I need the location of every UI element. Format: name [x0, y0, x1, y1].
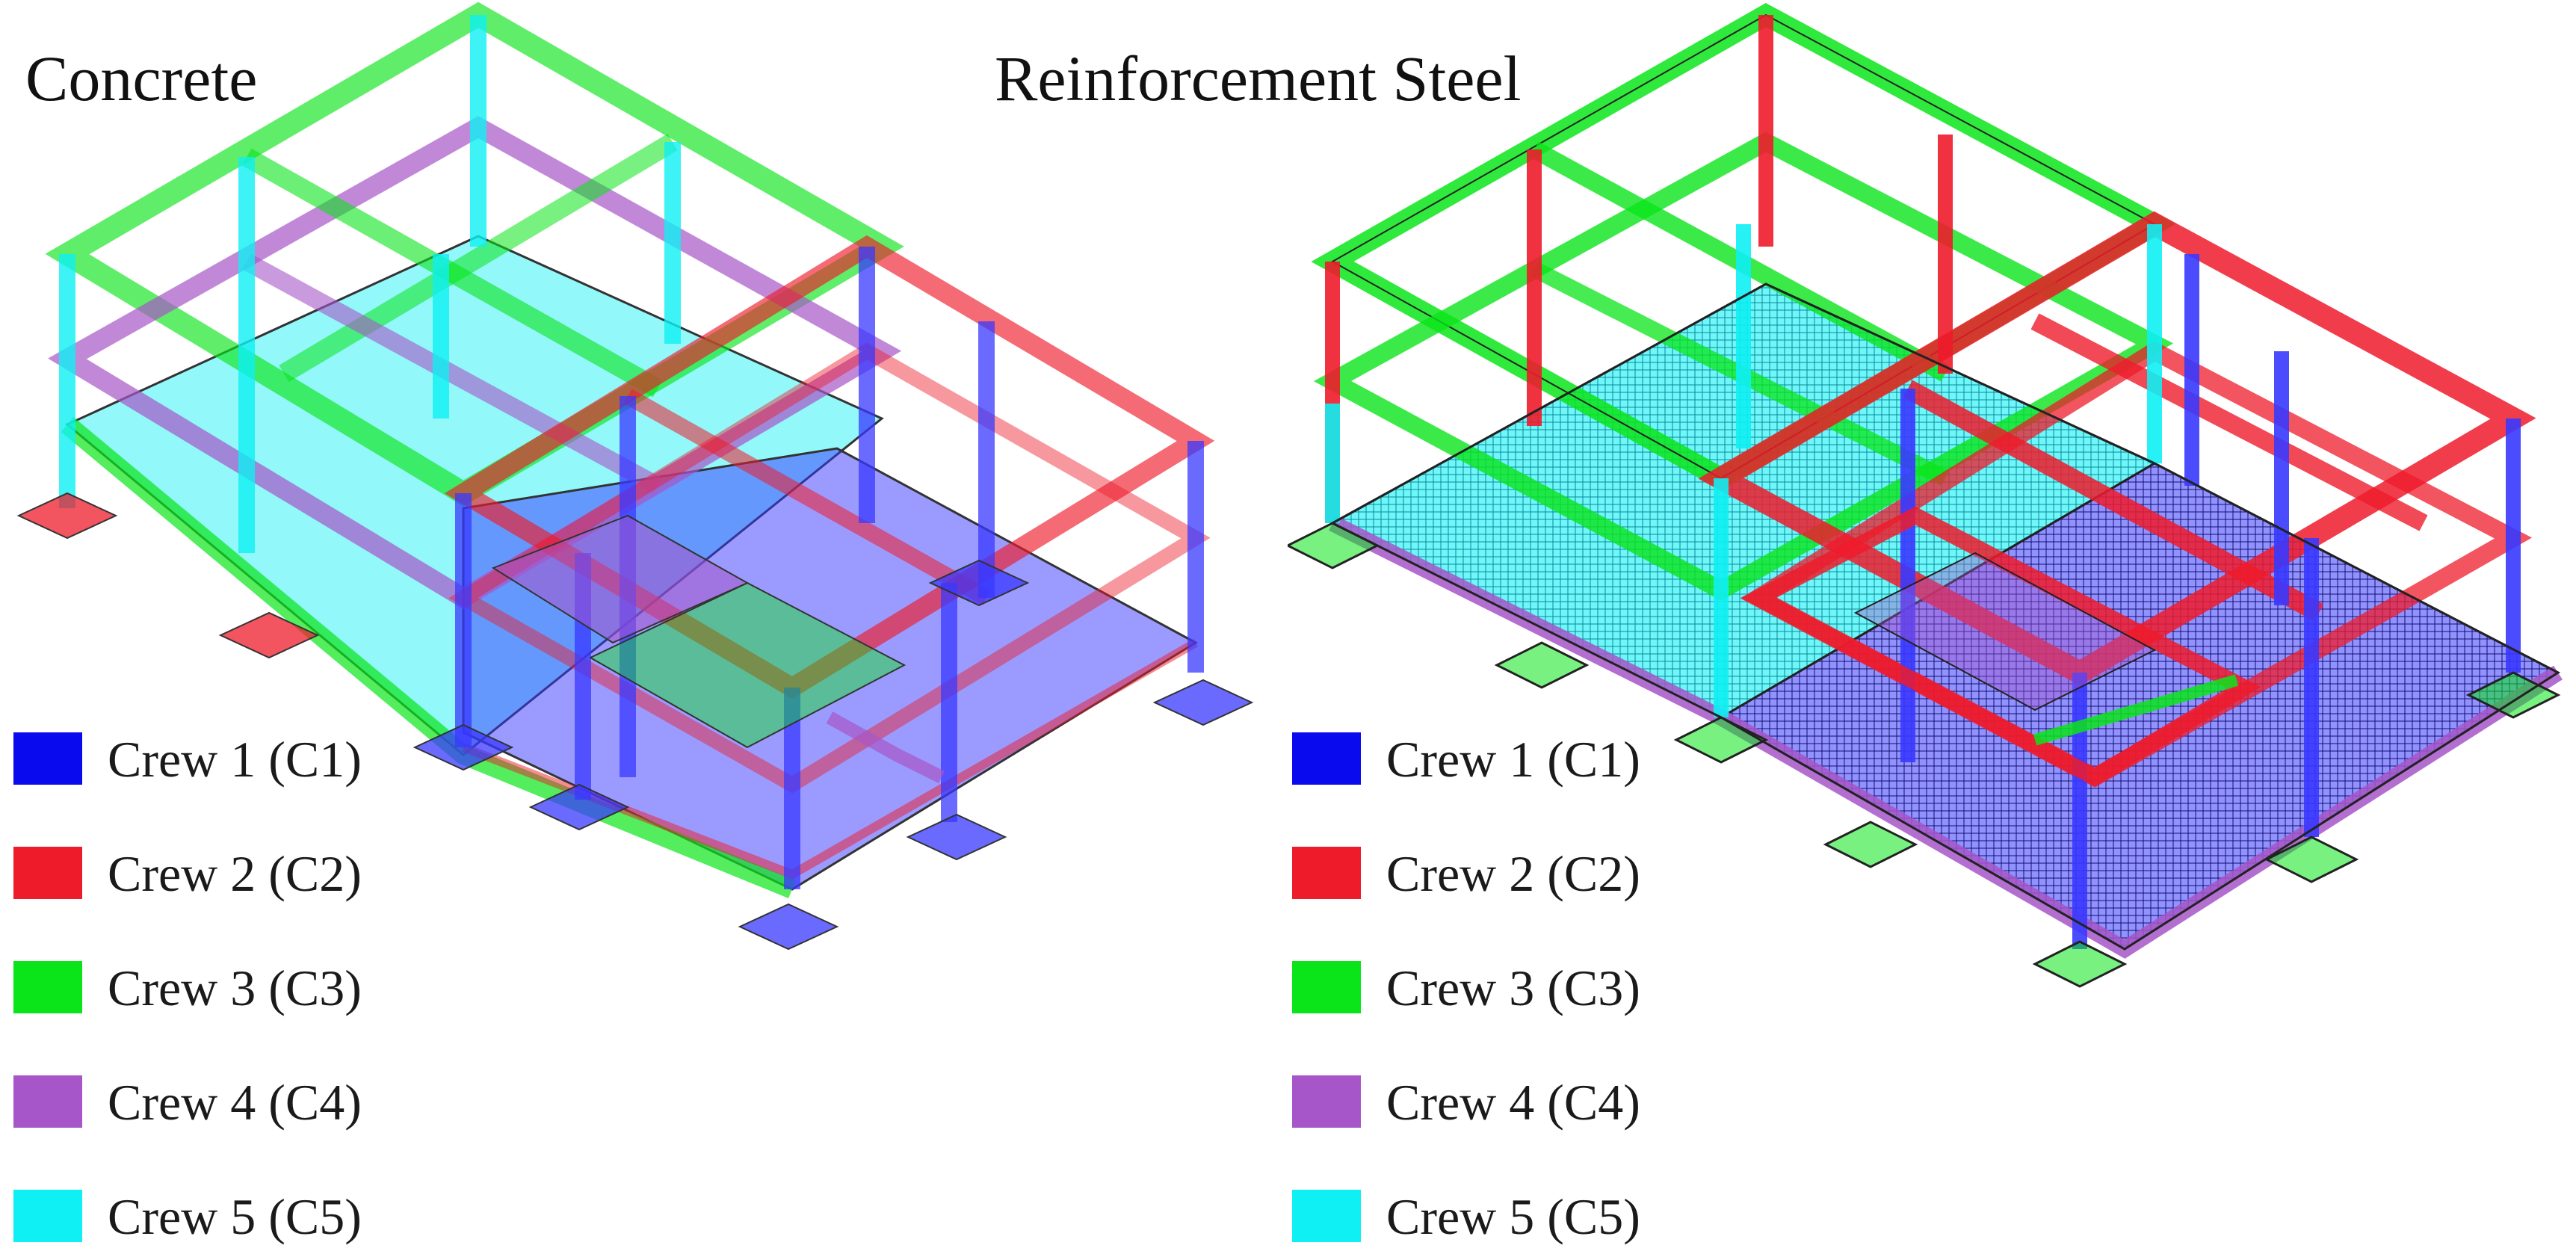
legend-label: Crew 1 (C1) — [1386, 731, 1640, 788]
steel-beam-c2 — [2030, 313, 2428, 531]
steel-footing-c3 — [1673, 716, 1769, 764]
legend-swatch — [1292, 732, 1361, 785]
concrete-beam-c4-a — [242, 253, 662, 494]
legend-label: Crew 2 (C2) — [108, 845, 362, 902]
steel-landing-c2 — [1741, 506, 2261, 787]
legend-swatch — [1292, 1190, 1361, 1242]
legend-label: Crew 5 (C5) — [1386, 1188, 1640, 1245]
concrete-panel: Concrete Crew 1 (C1) Crew 2 (C2) Crew 3 … — [13, 1, 1254, 1245]
legend-swatch — [1292, 961, 1361, 1013]
steel-stair-c4 — [1853, 552, 2157, 711]
legend-label: Crew 4 (C4) — [108, 1074, 362, 1131]
concrete-beam-c3-b — [279, 133, 678, 383]
steel-footing-c3 — [2032, 940, 2128, 988]
steel-outline — [1329, 282, 2560, 951]
concrete-footing-c1 — [1152, 679, 1254, 726]
concrete-model-diagram — [16, 1, 1254, 951]
legend-swatch — [1292, 1075, 1361, 1128]
steel-model-diagram — [1288, 2, 2563, 988]
legend-label: Crew 1 (C1) — [108, 731, 362, 788]
legend-label: Crew 3 (C3) — [1386, 960, 1640, 1016]
concrete-footing-c1 — [528, 783, 630, 831]
legend-label: Crew 4 (C4) — [1386, 1074, 1640, 1131]
legend-label: Crew 5 (C5) — [108, 1188, 362, 1245]
steel-footing-c3 — [1823, 821, 1918, 868]
legend-swatch — [13, 847, 82, 899]
steel-beam-c2 — [1903, 380, 2324, 622]
legend-swatch — [13, 732, 82, 785]
concrete-beam-c2-a — [623, 389, 991, 605]
concrete-landing-c3 — [588, 581, 906, 749]
legend-label: Crew 2 (C2) — [1386, 845, 1640, 902]
steel-panel-title: Reinforcement Steel — [995, 43, 1522, 114]
legend-swatch — [1292, 847, 1361, 899]
concrete-footing-c1 — [906, 813, 1007, 861]
steel-footing-c3 — [1494, 641, 1590, 689]
steel-panel: Reinforcement Steel Crew 1 (C1) Crew 2 (… — [995, 0, 2576, 1257]
concrete-stair-flight — [826, 711, 945, 784]
legend-swatch — [13, 1075, 82, 1128]
concrete-footing-c2 — [218, 611, 320, 659]
steel-stair-beam-c3 — [2033, 674, 2239, 746]
concrete-panel-title: Concrete — [25, 43, 258, 114]
concrete-footing-c1 — [928, 559, 1030, 607]
legend-swatch — [13, 961, 82, 1013]
concrete-footing-c1 — [413, 723, 514, 771]
legend-swatch — [13, 1190, 82, 1242]
concrete-footing-c2 — [16, 492, 118, 540]
steel-footing-c3 — [2264, 836, 2359, 883]
legend-label: Crew 3 (C3) — [108, 960, 362, 1016]
concrete-stair-c4 — [491, 514, 750, 644]
concrete-footing-c1 — [738, 903, 839, 951]
